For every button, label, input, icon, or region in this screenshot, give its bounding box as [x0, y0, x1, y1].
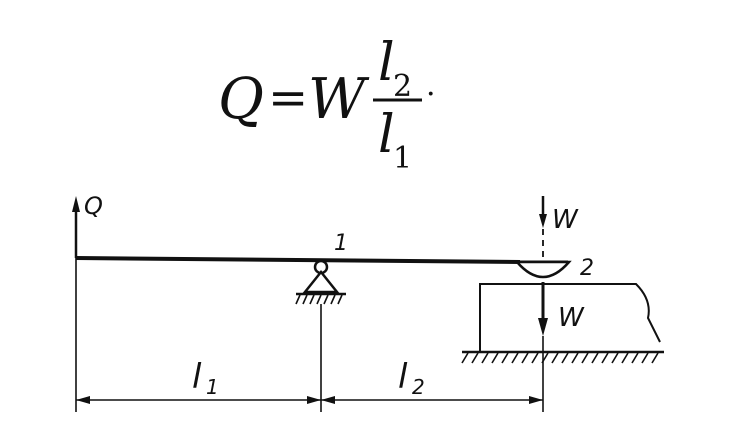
contact-pad [514, 260, 572, 279]
formula-denominator-var: l [378, 105, 395, 165]
formula-factor: W [308, 67, 370, 132]
fulcrum-support [295, 259, 346, 305]
lever-formula: Q = W l 2 l 1 · [218, 33, 436, 176]
dim-arrow-mid-left [307, 396, 321, 404]
dim-l1-var: l [192, 357, 202, 397]
lever-beam [75, 256, 521, 264]
dim-arrow-left [76, 396, 90, 404]
force-w-top-label: W [552, 205, 579, 235]
force-w-top-arrow [539, 196, 547, 228]
formula-trailing-dot: · [426, 77, 436, 112]
pivot-label: 1 [334, 231, 348, 256]
formula-numerator-sub: 2 [393, 69, 412, 104]
contact-label: 2 [580, 256, 594, 281]
formula-numerator-var: l [378, 33, 395, 93]
formula-denominator-sub: 1 [393, 141, 412, 176]
formula-equals: = [268, 70, 308, 126]
formula-lhs: Q [218, 67, 264, 132]
dim-l1-sub: 1 [206, 375, 219, 399]
force-w-lower-label: W [558, 303, 585, 333]
dim-arrow-mid-right [321, 396, 335, 404]
force-q-label: Q [84, 192, 103, 220]
dim-l2-sub: 2 [412, 375, 425, 399]
support-block [461, 283, 664, 364]
dim-l2-var: l [398, 357, 408, 397]
force-q-arrow [72, 196, 80, 258]
force-w-lower-arrow [538, 282, 548, 336]
dim-arrow-right [529, 396, 543, 404]
